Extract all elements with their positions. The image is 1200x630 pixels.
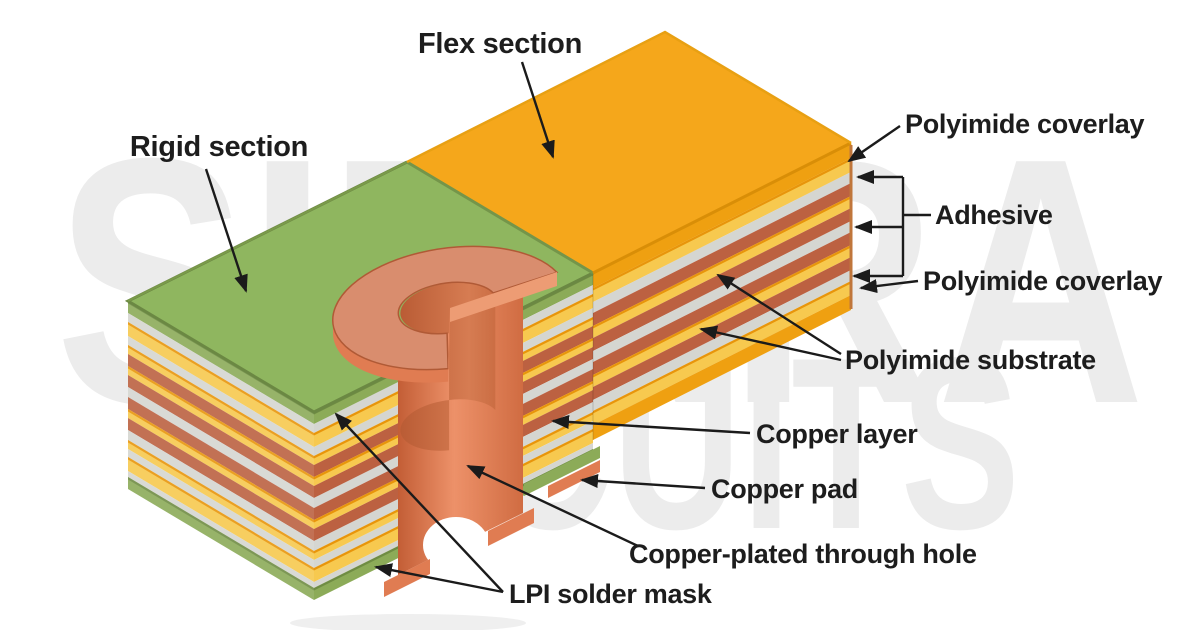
layer-adhesive [128,449,314,568]
layer-adhesive [128,471,314,588]
barrel-bottom-flange-right [488,508,534,546]
layer-polyimide-coverlay [128,322,314,447]
layer-adhesive [128,313,314,433]
label-flex-section: Flex section [418,28,583,60]
layer-polyimide-coverlay [593,158,851,302]
layer-polyimide-coverlay [593,281,851,425]
flex-top-back-edge [406,30,852,164]
annular-ring-outer-wall [332,319,449,383]
label-copper-plated-through-hole: Copper-plated through hole [629,539,977,569]
label-copper-pad: Copper pad [711,474,859,504]
flex-front-face [593,143,851,440]
arrow-lpi-solder-mask-bottom [374,563,504,594]
layer-adhesive [593,270,851,411]
arrow-flex-section [520,61,555,159]
layer-copper-layer [593,232,851,375]
layer-polyimide-coverlay-edge [593,281,851,414]
layer-adhesive [128,336,314,456]
layer-flex-outer-surface [593,143,851,288]
layer-polyimide-substrate [593,196,851,338]
through-hole [332,245,559,597]
layer-copper-layer [593,257,851,400]
layer-polyimide-coverlay [128,457,314,582]
arrow-polyimide-substrate-1 [716,273,842,356]
annular-ring-cut-face-front [448,308,450,383]
rigid-top-back-edge [127,161,408,302]
barrel-bottom-cut-notch [423,517,489,573]
layer-copper-layer [128,418,314,541]
layer-copper-layer [593,183,851,326]
layer-adhesive [593,172,851,313]
board-shadow [290,614,526,630]
annular-ring-top [332,245,559,371]
arrow-polyimide-substrate-2 [699,325,842,362]
through-hole-bore-wall [400,282,496,451]
layer-flex-outer-surface [593,295,851,440]
rigid-left-face-highlight [128,301,314,600]
label-polyimide-coverlay-top: Polyimide coverlay [905,109,1145,139]
label-polyimide-substrate: Polyimide substrate [845,345,1096,375]
layer-polyimide-coverlay-edge [128,440,314,554]
layer-lpi-solder-mask [128,301,314,424]
layer-polyimide-substrate [593,245,851,387]
label-rigid-section: Rigid section [129,131,309,163]
layer-adhesive [128,387,314,508]
layer-polyimide-substrate-edge [593,245,851,378]
flex-top-surface [407,32,851,273]
layer-polyimide-substrate-edge [593,196,851,329]
flex-top-front-edge [592,141,852,275]
label-adhesive: Adhesive [935,200,1053,230]
layer-copper-layer [128,354,314,477]
flex-top-face [406,30,852,275]
layer-copper-layer [128,375,314,498]
layer-polyimide-coverlay-edge [593,158,851,291]
rigid-left-face [128,301,314,600]
barrel-bottom-flange-left [384,559,430,597]
layer-polyimide-substrate-edge [128,366,314,480]
label-polyimide-coverlay-bottom: Polyimide coverlay [923,266,1163,296]
copper-pad [548,460,600,498]
layer-polyimide-coverlay-edge [128,322,314,436]
annular-ring-cut-face-right [450,272,557,322]
rigid-flex-boundary-edge [406,160,594,275]
layer-polyimide-coverlay-edge [128,457,314,571]
layer-polyimide-substrate-edge [128,345,314,459]
arrow-polyimide-coverlay-top [847,125,901,163]
arrow-copper-layer [551,414,751,435]
label-copper-layer: Copper layer [756,419,918,449]
layer-lpi-solder-mask-edge [128,477,314,591]
layer-adhesive [128,430,314,551]
layer-copper-layer [128,397,314,520]
solder-mask-ledge [524,446,600,496]
arrow-polyimide-coverlay-bottom [859,279,919,293]
label-lpi-solder-mask: LPI solder mask [509,579,712,609]
arrow-lpi-solder-mask-top [334,412,504,593]
layer-polyimide-substrate-edge [128,409,314,523]
arrow-through-hole [466,464,639,548]
arrow-rigid-section [204,168,248,293]
layer-lpi-solder-mask [128,477,314,600]
arrow-copper-pad [580,474,706,490]
layer-adhesive [593,221,851,362]
callout-arrows [204,61,931,594]
